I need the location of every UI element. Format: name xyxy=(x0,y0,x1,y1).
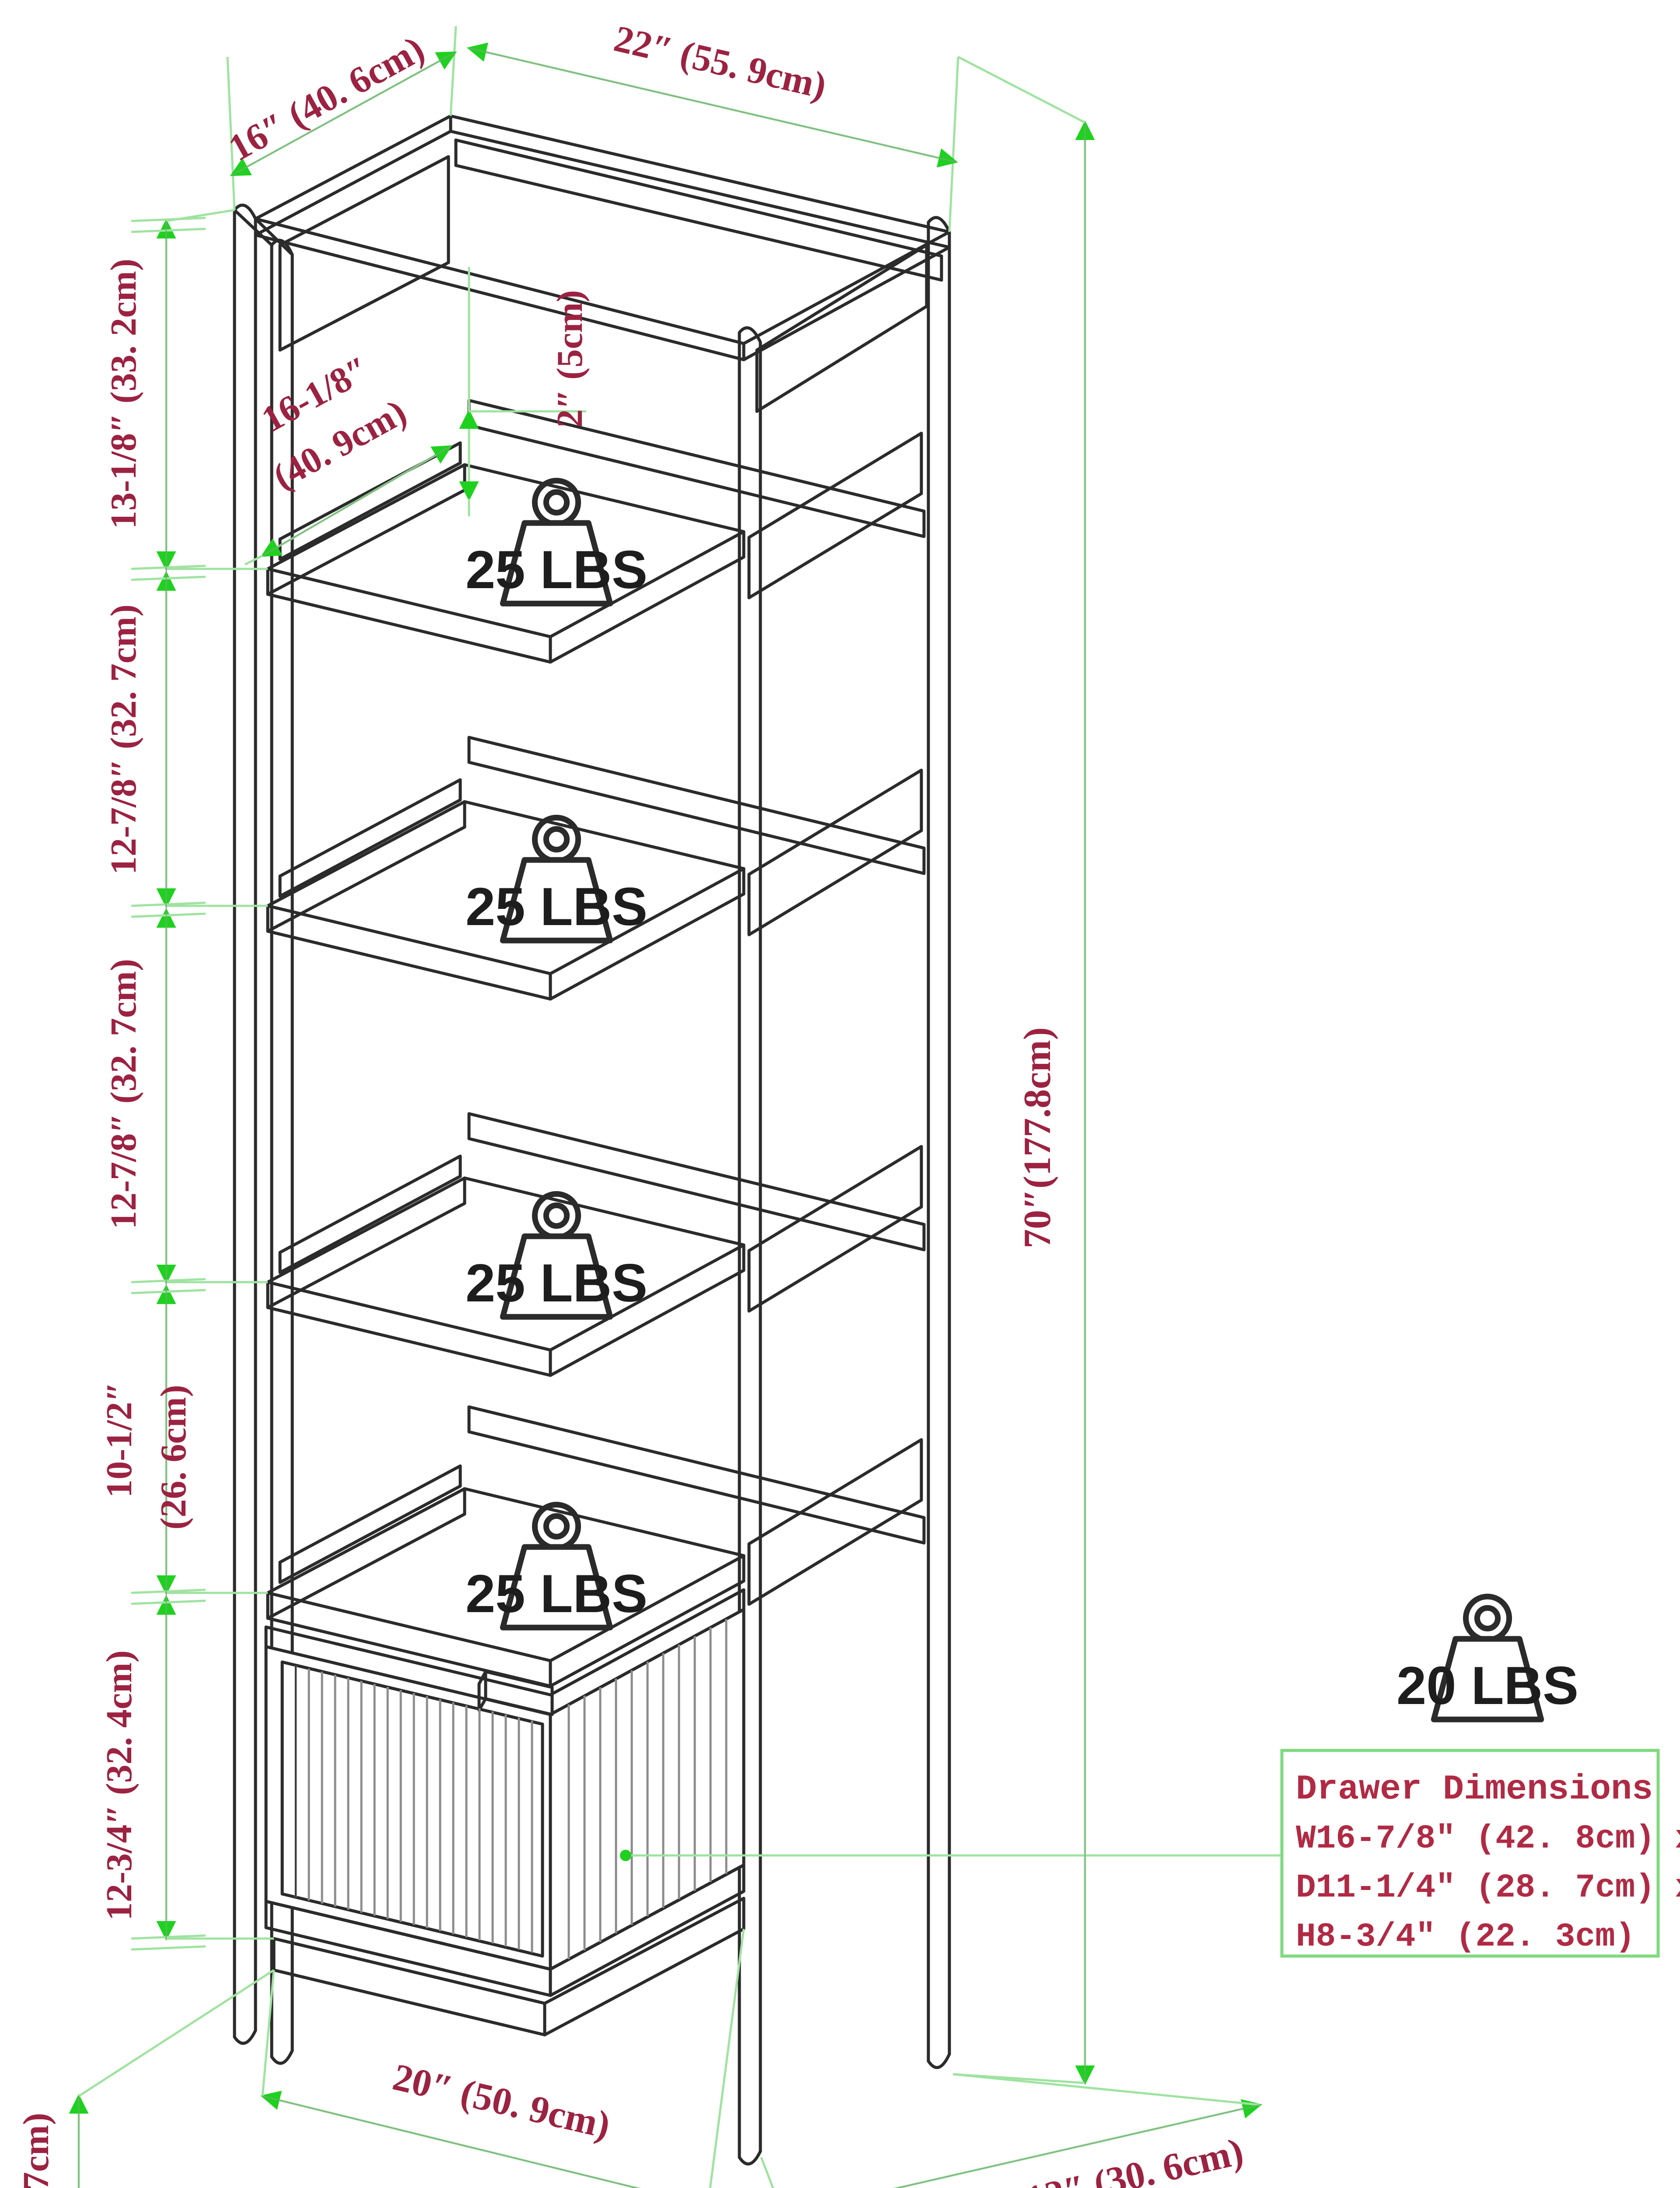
shelf-4-side-rail-right xyxy=(747,1438,923,1606)
drawer-fluting-right xyxy=(567,1619,728,1959)
shelf-load-icon-3: 25 LBS xyxy=(466,1194,648,1317)
shelf-load-label-2: 25 LBS xyxy=(466,877,648,937)
dimension-line-dark-overlay xyxy=(78,47,1260,2188)
shelf-3-side-rail-left xyxy=(278,1154,462,1274)
drawer-load-icon: 20 LBS xyxy=(1396,1596,1578,1719)
base-panel xyxy=(264,1863,746,2037)
shelf-load-icon-1: 25 LBS xyxy=(466,480,648,603)
post-back-right xyxy=(927,216,951,2069)
shelf-3 xyxy=(266,1176,746,1377)
shelf-load-icon-4: 25 LBS xyxy=(466,1504,648,1627)
side-panel-left-upper xyxy=(278,155,450,352)
dim-drawer-zone-label: 12-3/4″ (32. 4cm) xyxy=(99,1650,140,1921)
shelf-2-side-rail-left xyxy=(278,778,462,898)
dim-shelf-gap-4-in-label: 10-1/2″ xyxy=(99,1382,140,1498)
shelf-1-side-rail-right xyxy=(747,431,923,600)
side-rail-right-upper xyxy=(755,243,928,413)
dim-top-rail-gap-label: 2″ (5cm) xyxy=(550,290,590,428)
drawer-dimensions-callout: Drawer Dimensions W16-7/8″ (42. 8cm) x D… xyxy=(1280,1749,1680,1958)
shelf-load-label-4: 25 LBS xyxy=(466,1564,648,1624)
shelf-load-label-3: 25 LBS xyxy=(466,1253,648,1313)
dim-total-height-label: 70″(177.8cm) xyxy=(1016,1027,1059,1248)
dim-shelf-gap-2-label: 12-7/8″ (32. 7cm) xyxy=(103,604,144,875)
shelf-2 xyxy=(266,800,746,1001)
drawer-fluting xyxy=(294,1666,533,1953)
shelf-load-label-1: 25 LBS xyxy=(466,540,648,600)
dim-leg-height-label: 2-5/8″ (6. 7cm) xyxy=(16,2113,56,2188)
shelf-4-back-rail xyxy=(467,1405,926,1545)
dim-shelf-gap-4-cm-label: (26. 6cm) xyxy=(153,1385,194,1529)
dim-shelf-gap-3-label: 12-7/8″ (32. 7cm) xyxy=(103,959,144,1229)
shelf-3-side-rail-right xyxy=(747,1145,923,1313)
drawer-callout-width: W16-7/8″ (42. 8cm) x xyxy=(1296,1820,1680,1858)
dim-shelf-gap-1-label: 13-1/8″ (33. 2cm) xyxy=(103,259,144,529)
drawer-callout-heading: Drawer Dimensions xyxy=(1296,1770,1653,1809)
shelf-2-back-rail xyxy=(467,736,926,875)
drawer-callout-anchor xyxy=(620,1850,631,1861)
post-left-top-link xyxy=(233,208,294,256)
drawer-callout-depth: D11-1/4″ (28. 7cm) x xyxy=(1296,1869,1680,1907)
shelf-load-icon-2: 25 LBS xyxy=(466,817,648,940)
drawer-callout-height: H8-3/4″ (22. 3cm) xyxy=(1296,1918,1635,1956)
shelf-4-side-rail-left xyxy=(278,1464,462,1584)
shelf-2-side-rail-right xyxy=(747,768,923,936)
post-back-left xyxy=(233,203,257,2045)
drawer-load-label: 20 LBS xyxy=(1396,1656,1578,1716)
shelf-3-back-rail xyxy=(467,1112,926,1252)
